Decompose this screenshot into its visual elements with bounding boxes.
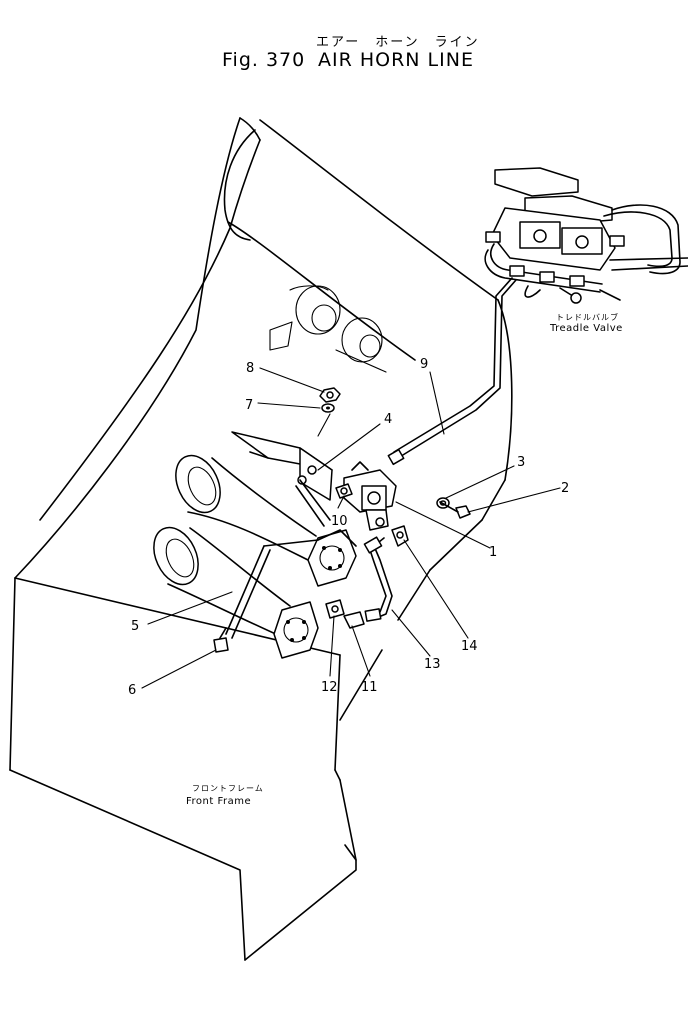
callout-8: 8 (246, 361, 254, 376)
front-frame-label-en: Front Frame (186, 796, 251, 807)
air-pipe-13 (363, 536, 393, 622)
callout-7: 7 (245, 398, 253, 413)
treadle-valve-assembly (484, 167, 688, 304)
background-cylinders (269, 285, 387, 373)
air-horns (153, 454, 357, 659)
leader-lines (141, 367, 561, 689)
fitting-11 (343, 611, 365, 629)
figure-name: AIR HORN LINE (318, 49, 474, 71)
callout-9: 9 (420, 357, 428, 372)
fitting-12 (325, 599, 345, 619)
figure-title: エアー ホーン ライン Fig. 370 AIR HORN LINE (222, 35, 480, 71)
callout-14: 14 (461, 639, 478, 654)
callout-numbers: 1 2 3 4 5 6 7 8 9 10 11 12 13 14 (128, 357, 569, 698)
air-pipe-9 (387, 277, 517, 466)
callout-4: 4 (384, 412, 392, 427)
mounting-bracket (231, 431, 333, 501)
front-frame-label-jp: フロントフレーム (192, 784, 264, 793)
bolt-2 (439, 501, 471, 519)
callout-1: 1 (489, 545, 497, 560)
figure-number: Fig. 370 (222, 49, 305, 71)
callout-13: 13 (424, 657, 441, 672)
bolt-6 (213, 627, 229, 653)
callout-3: 3 (517, 455, 525, 470)
callout-6: 6 (128, 683, 136, 698)
title-japanese: エアー ホーン ライン (316, 35, 480, 50)
washer-7 (321, 403, 335, 413)
nut-8 (319, 387, 341, 403)
callout-5: 5 (131, 619, 139, 634)
horn-valve (335, 461, 397, 531)
front-frame-outline (9, 117, 513, 961)
callout-10: 10 (331, 514, 348, 529)
treadle-valve-label-jp: トレドルバルブ (556, 312, 619, 322)
callout-12: 12 (321, 680, 338, 695)
treadle-valve-label-en: Treadle Valve (549, 323, 623, 334)
callout-11: 11 (361, 680, 378, 695)
callout-2: 2 (561, 481, 569, 496)
